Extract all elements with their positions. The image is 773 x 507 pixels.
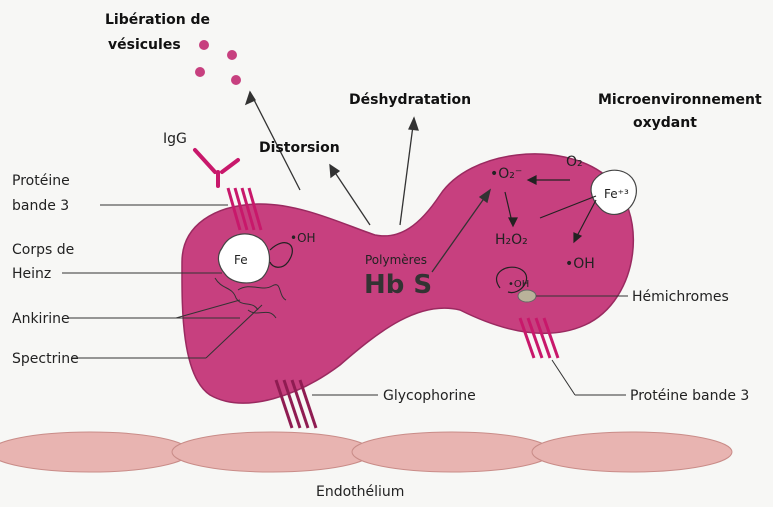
superoxide-label: •O₂⁻ [490, 166, 522, 182]
vesicles-label-2: vésicules [108, 37, 181, 53]
heinz-label-1: Corps de [12, 242, 74, 258]
endothelial-cell-2 [172, 432, 372, 472]
vesicle [199, 40, 209, 50]
endothelial-cell-1 [0, 432, 190, 472]
heinz-label-2: Heinz [12, 266, 51, 282]
oh-left-label: •OH [290, 231, 316, 245]
vesicle [231, 75, 241, 85]
fe3-label: Fe⁺³ [604, 187, 629, 201]
endothelial-cell-3 [352, 432, 552, 472]
endothelium-layer [0, 432, 732, 472]
spectrin-label: Spectrine [12, 351, 79, 367]
vesicle [195, 67, 205, 77]
o2-label: O₂ [566, 154, 583, 170]
oh-right-label: •OH [565, 256, 595, 272]
vesicles-label-1: Libération de [105, 12, 210, 28]
ankyrin-label: Ankirine [12, 311, 70, 327]
microenvironment-label-2: oxydant [633, 115, 697, 131]
band3-right-label: Protéine bande 3 [630, 388, 749, 404]
vesicle [227, 50, 237, 60]
hemichrome-particle [518, 290, 536, 302]
dehydration-label: Déshydratation [349, 92, 471, 108]
band3-left-label-2: bande 3 [12, 198, 69, 214]
hemichromes-label: Hémichromes [632, 289, 729, 305]
polymers-label: Polymères [365, 253, 427, 267]
arrowhead [409, 118, 418, 130]
endothelium-label: Endothélium [316, 484, 404, 500]
h2o2-label: H₂O₂ [495, 232, 528, 248]
hbs-label: Hb S [364, 270, 432, 300]
arrow-dehydration [400, 118, 414, 225]
distortion-label: Distorsion [259, 140, 340, 156]
igg-antibody [195, 150, 238, 186]
glycophorin-label: Glycophorine [383, 388, 476, 404]
igg-label: IgG [163, 131, 187, 147]
heinz-fe-label: Fe [234, 253, 248, 267]
arrowhead [330, 165, 339, 177]
microenvironment-label-1: Microenvironnement [598, 92, 762, 108]
vesicles [195, 40, 241, 85]
band3-left-label-1: Protéine [12, 173, 70, 189]
oh-hemichrome-label: •OH [508, 279, 529, 290]
arrowhead [246, 92, 255, 104]
endothelial-cell-4 [532, 432, 732, 472]
